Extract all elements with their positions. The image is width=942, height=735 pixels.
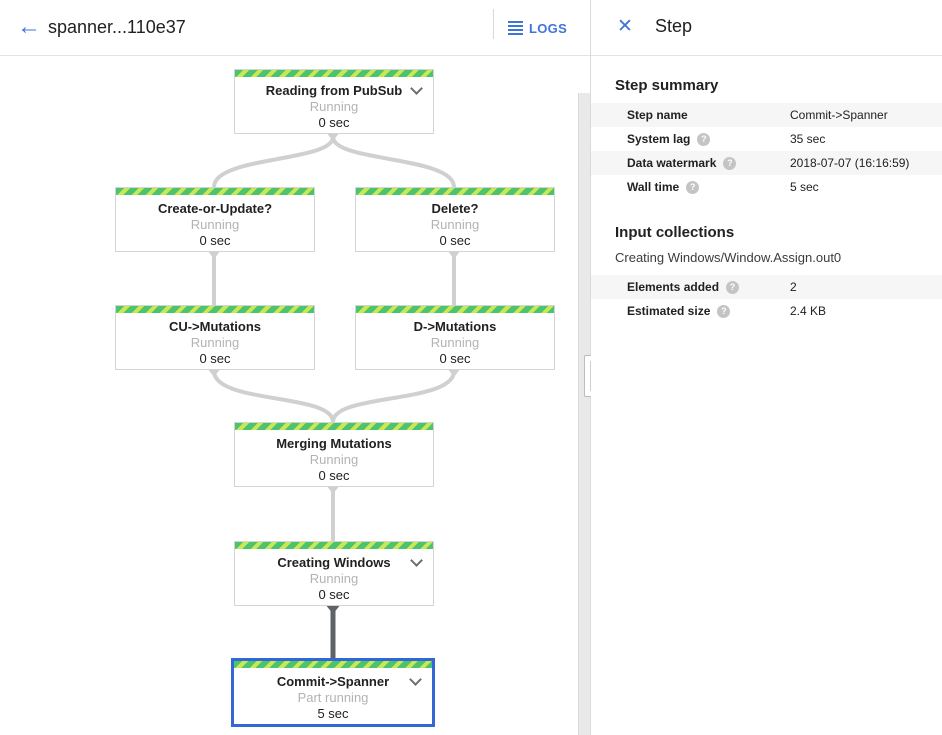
arrowhead (207, 368, 221, 377)
row-label: Step name (627, 108, 688, 122)
node-time: 0 sec (439, 233, 471, 248)
node-title: D->Mutations (413, 319, 497, 334)
back-arrow-icon[interactable]: ← (17, 13, 41, 40)
edge-cumutations-to-merge (212, 370, 335, 423)
graph-node-reading-from-pubsub[interactable]: Reading from PubSub Running 0 sec (234, 69, 434, 134)
step-summary-table: Step name? Commit->Spanner System lag? 3… (591, 103, 942, 199)
arrowhead (326, 485, 340, 494)
graph-edges (207, 132, 461, 658)
running-stripe (235, 423, 433, 430)
node-time: 0 sec (439, 351, 471, 366)
node-status: Part running (297, 690, 369, 705)
row-label: Wall time (627, 180, 680, 194)
node-time: 0 sec (199, 351, 231, 366)
close-icon[interactable]: ✕ (617, 16, 633, 37)
graph-node-commit-spanner[interactable]: Commit->Spanner Part running 5 sec (231, 658, 435, 727)
node-status: Running (309, 99, 359, 114)
node-time: 0 sec (318, 587, 350, 602)
graph-node-delete[interactable]: Delete? Running 0 sec (355, 187, 555, 252)
graph-node-create-or-update[interactable]: Create-or-Update? Running 0 sec (115, 187, 315, 252)
graph-node-cu-mutations[interactable]: CU->Mutations Running 0 sec (115, 305, 315, 370)
running-stripe (356, 306, 554, 313)
node-title: CU->Mutations (168, 319, 262, 334)
help-icon[interactable]: ? (726, 280, 740, 294)
row-value: 35 sec (790, 132, 826, 146)
node-status: Running (430, 217, 480, 232)
top-header: ← spanner...110e37 LOGS (0, 0, 590, 56)
logs-button[interactable]: LOGS (508, 17, 567, 39)
row-label: Elements added (627, 280, 720, 294)
table-row: Elements added? 2 (591, 275, 942, 299)
input-collections-heading: Input collections (615, 224, 735, 241)
panel-title: Step (655, 16, 693, 36)
row-value: 2018-07-07 (16:16:59) (790, 156, 910, 170)
edge-pubsub-to-create (212, 136, 335, 188)
help-icon[interactable]: ? (717, 304, 731, 318)
help-icon[interactable]: ? (686, 180, 700, 194)
node-time: 0 sec (318, 468, 350, 483)
input-collections-table: Elements added? 2 Estimated size? 2.4 KB (591, 275, 942, 323)
row-label: Estimated size (627, 304, 711, 318)
node-title: Create-or-Update? (157, 201, 273, 216)
running-stripe (356, 188, 554, 195)
logs-list-icon (508, 21, 523, 35)
table-row: Data watermark? 2018-07-07 (16:16:59) (591, 151, 942, 175)
node-title: Creating Windows (277, 555, 391, 570)
node-time: 5 sec (317, 706, 349, 721)
panel-body: Step summary Step name? Commit->Spanner … (591, 56, 942, 323)
node-status: Running (309, 571, 359, 586)
node-status: Running (190, 335, 240, 350)
table-row: Wall time? 5 sec (591, 175, 942, 199)
running-stripe (235, 542, 433, 549)
table-row: System lag? 35 sec (591, 127, 942, 151)
graph-node-creating-windows[interactable]: Creating Windows Running 0 sec (234, 541, 434, 606)
node-status: Running (430, 335, 480, 350)
node-status: Running (190, 217, 240, 232)
arrowhead (326, 132, 340, 141)
help-icon[interactable]: ? (723, 156, 737, 170)
job-title: spanner...110e37 (48, 17, 186, 37)
running-stripe (116, 188, 314, 195)
table-row: Estimated size? 2.4 KB (591, 299, 942, 323)
table-row: Step name? Commit->Spanner (591, 103, 942, 127)
row-value: Commit->Spanner (790, 108, 888, 122)
arrowhead (207, 250, 221, 259)
row-value: 2.4 KB (790, 304, 827, 318)
node-time: 0 sec (199, 233, 231, 248)
logs-button-label: LOGS (529, 20, 568, 36)
graph-node-d-mutations[interactable]: D->Mutations Running 0 sec (355, 305, 555, 370)
input-collection-name: Creating Windows/Window.Assign.out0 (615, 250, 842, 265)
step-details-panel: ✕ Step Step summary Step name? Commit->S… (591, 0, 942, 735)
header-divider (493, 9, 494, 39)
row-label: System lag (627, 132, 691, 146)
step-summary-heading: Step summary (615, 77, 719, 94)
edge-pubsub-to-delete (331, 136, 456, 188)
edge-dmutations-to-merge (331, 370, 456, 423)
node-title: Delete? (431, 201, 479, 216)
row-value: 2 (790, 280, 797, 294)
row-value: 5 sec (790, 180, 819, 194)
help-icon[interactable]: ? (697, 132, 711, 146)
node-time: 0 sec (318, 115, 350, 130)
row-label: Data watermark (627, 156, 717, 170)
graph-scrollbar-track[interactable] (578, 93, 591, 735)
running-stripe (235, 70, 433, 77)
arrowhead-dark (325, 604, 341, 614)
node-title: Reading from PubSub (265, 83, 403, 98)
node-title: Merging Mutations (276, 436, 392, 451)
job-graph-canvas[interactable]: Reading from PubSub Running 0 sec Create… (0, 56, 578, 735)
node-status: Running (309, 452, 359, 467)
panel-header: ✕ Step (591, 0, 942, 56)
arrowhead (447, 250, 461, 259)
arrowhead (447, 368, 461, 377)
running-stripe (234, 661, 432, 668)
node-title: Commit->Spanner (276, 674, 390, 689)
running-stripe (116, 306, 314, 313)
graph-node-merging-mutations[interactable]: Merging Mutations Running 0 sec (234, 422, 434, 487)
